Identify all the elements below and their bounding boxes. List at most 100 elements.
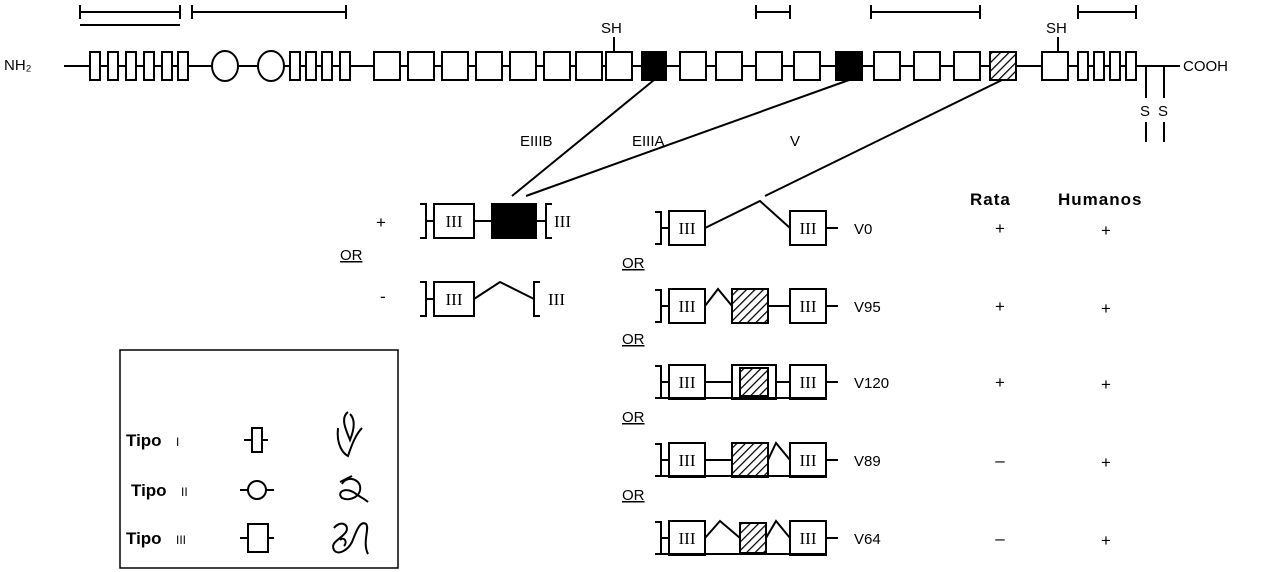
module-numeral: III	[679, 451, 696, 470]
sh-label-2: SH	[1046, 20, 1067, 37]
rata-presence: +	[995, 219, 1005, 238]
v-full-exon	[739, 367, 769, 397]
legend-roman-numeral: I	[176, 435, 179, 449]
type-i-module	[177, 51, 189, 81]
rata-presence: +	[995, 297, 1005, 316]
disulfide-branch	[1140, 65, 1180, 98]
type-iii-module	[441, 51, 469, 81]
humanos-presence: +	[1101, 299, 1111, 318]
humanos-presence: +	[1101, 221, 1111, 240]
eiiib-module	[641, 51, 667, 81]
module-numeral: III	[800, 529, 817, 548]
type-iii-module	[407, 51, 435, 81]
or-label-v: OR	[622, 255, 645, 272]
module-numeral: III	[679, 219, 696, 238]
eiii-variants: + OR - III III III III	[340, 203, 571, 317]
v-region-module	[989, 51, 1017, 81]
v-variant-name: V89	[854, 453, 881, 470]
or-label-eiii: OR	[340, 247, 363, 264]
type-iii-module	[373, 51, 401, 81]
v-variant-name: V120	[854, 375, 889, 392]
type-i-module-icon	[244, 427, 268, 453]
legend-row: Tipo I	[126, 411, 363, 458]
column-header-rata: Rata	[970, 190, 1011, 209]
type-iii-module	[793, 51, 821, 81]
legend-box	[119, 349, 399, 569]
eiiia-module	[835, 51, 863, 81]
type-ii-module	[257, 50, 285, 82]
type-iii-module	[755, 51, 783, 81]
n-terminus-label: NH₂	[4, 57, 32, 74]
type-ii-fold-icon	[339, 475, 369, 503]
module-numeral: III	[800, 219, 817, 238]
type-iii-module	[1041, 51, 1069, 81]
type-iii-module	[475, 51, 503, 81]
type-iii-module	[873, 51, 901, 81]
domain-span-bars	[79, 5, 1137, 26]
rata-presence: +	[995, 373, 1005, 392]
or-label-v: OR	[622, 487, 645, 504]
eiii-excluded-module-a	[433, 281, 475, 317]
v-variant-name: V0	[854, 221, 872, 238]
eiiia-label: EIIIA	[632, 133, 665, 150]
type-i-fold-icon	[336, 411, 363, 458]
humanos-presence: +	[1101, 531, 1111, 550]
type-i-module	[1093, 51, 1105, 81]
v-partial-exon	[739, 522, 767, 554]
module-numeral: III	[679, 297, 696, 316]
svg-text:III: III	[446, 290, 463, 309]
excluded-sign: -	[380, 287, 386, 306]
type-i-module	[143, 51, 155, 81]
legend-tipo-label: Tipo	[131, 481, 167, 500]
or-label-v: OR	[622, 331, 645, 348]
type-i-module	[289, 51, 301, 81]
rata-presence: –	[995, 451, 1005, 470]
v-row-module-a	[668, 210, 706, 246]
type-ii-module	[211, 50, 239, 82]
disulfide-ticks	[1145, 122, 1165, 142]
or-label-v: OR	[622, 409, 645, 426]
humanos-presence: +	[1101, 453, 1111, 472]
chain-modules	[89, 50, 1137, 82]
type-i-module	[305, 51, 317, 81]
type-i-module	[89, 51, 101, 81]
module-numeral: III	[679, 529, 696, 548]
type-iii-module	[575, 51, 603, 81]
humanos-presence: +	[1101, 375, 1111, 394]
included-sign: +	[376, 213, 386, 232]
type-iii-module	[679, 51, 707, 81]
module-numeral: III	[679, 373, 696, 392]
v-label: V	[790, 133, 800, 150]
rata-presence: –	[995, 529, 1005, 548]
legend-roman-numeral: III	[176, 533, 186, 547]
type-iii-module	[509, 51, 537, 81]
type-i-module	[1077, 51, 1089, 81]
v-partial-exon	[731, 288, 769, 324]
type-i-module	[339, 51, 351, 81]
legend-tipo-label: Tipo	[126, 431, 162, 450]
type-i-module	[1109, 51, 1121, 81]
v-variant-row: III III V0 + +	[655, 199, 1111, 246]
v-row-module-a	[668, 288, 706, 324]
svg-text:III: III	[446, 212, 463, 231]
c-terminus-label: COOH	[1183, 58, 1228, 75]
svg-text:III: III	[554, 212, 571, 231]
module-numeral: III	[800, 297, 817, 316]
type-iii-module	[715, 51, 743, 81]
type-i-module	[161, 51, 173, 81]
s-label-1: S	[1140, 103, 1150, 120]
type-iii-module-icon	[240, 523, 274, 553]
s-label-2: S	[1158, 103, 1168, 120]
eiii-alternative-exon	[491, 203, 537, 239]
type-i-module	[125, 51, 137, 81]
legend-roman-numeral: II	[181, 485, 188, 499]
type-iii-fold-icon	[332, 522, 369, 555]
splice-connectors: EIIIB EIIIA V	[511, 79, 1003, 197]
v-row-module-b	[789, 288, 827, 324]
